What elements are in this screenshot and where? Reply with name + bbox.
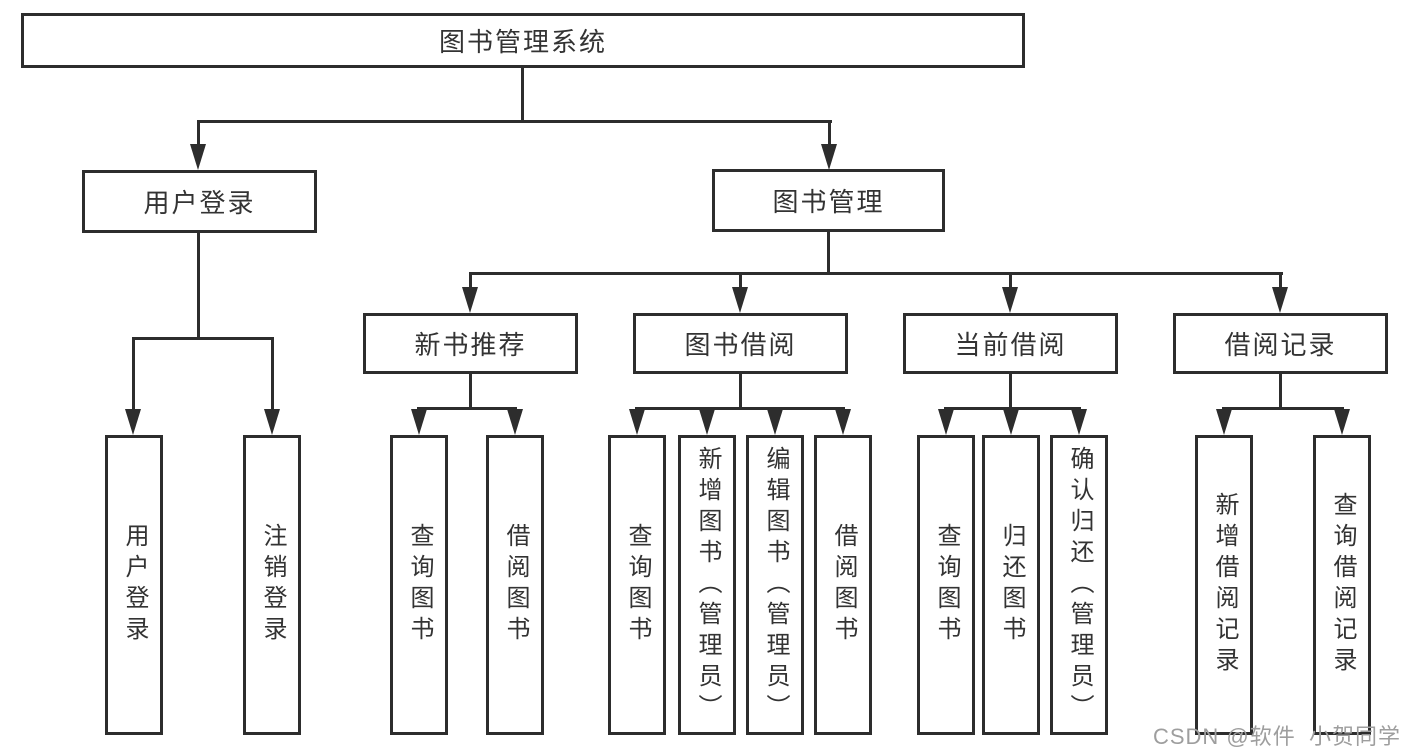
- leaf-label: 借阅图书: [502, 523, 529, 647]
- node-library-management-system: 图书管理系统: [21, 13, 1025, 68]
- connector-book-mgmt-stem: [827, 232, 830, 275]
- leaf-query-books-current: 查询图书: [917, 435, 975, 735]
- leaf-label: 查询图书: [624, 523, 651, 647]
- connector-user-login-rail: [132, 337, 274, 340]
- leaf-label: 注销登录: [259, 523, 286, 647]
- arrow-down-icon: [507, 409, 523, 435]
- connector-leaf-drop: [271, 337, 274, 412]
- leaf-user-login: 用户登录: [105, 435, 163, 735]
- arrow-down-icon: [125, 409, 141, 435]
- leaf-confirm-return-admin: 确认归还（管理员）: [1050, 435, 1108, 735]
- connector-book-mgmt-drop: [828, 120, 831, 146]
- node-book-borrowing: 图书借阅: [633, 313, 848, 374]
- arrow-down-icon: [699, 409, 715, 435]
- leaf-add-borrow-record: 新增借阅记录: [1195, 435, 1253, 735]
- connector-group-stem: [1279, 374, 1282, 410]
- leaf-label: 归还图书: [998, 523, 1025, 647]
- arrow-down-icon: [1334, 409, 1350, 435]
- leaf-query-books-borrowing: 查询图书: [608, 435, 666, 735]
- leaf-query-borrow-record: 查询借阅记录: [1313, 435, 1371, 735]
- leaf-label: 确认归还（管理员）: [1066, 445, 1093, 725]
- leaf-label: 新增图书（管理员）: [694, 445, 721, 725]
- connector-group-drop: [469, 272, 472, 290]
- connector-leaf-drop: [132, 337, 135, 412]
- node-current-borrowing: 当前借阅: [903, 313, 1118, 374]
- leaf-label: 查询图书: [933, 523, 960, 647]
- node-book-management: 图书管理: [712, 169, 945, 232]
- csdn-watermark: CSDN @软件_小贺同学: [1152, 724, 1401, 747]
- connector-group-drop: [739, 272, 742, 290]
- arrow-down-icon: [938, 409, 954, 435]
- arrow-down-icon: [732, 287, 748, 313]
- leaf-label: 用户登录: [121, 523, 148, 647]
- leaf-edit-book-admin: 编辑图书（管理员）: [746, 435, 804, 735]
- arrow-down-icon: [1002, 287, 1018, 313]
- leaf-label: 编辑图书（管理员）: [762, 445, 789, 725]
- connector-user-login-stem: [197, 233, 200, 340]
- leaf-query-books-recommend: 查询图书: [390, 435, 448, 735]
- connector-root-rail: [197, 120, 832, 123]
- connector-group-stem: [1009, 374, 1012, 410]
- leaf-logout: 注销登录: [243, 435, 301, 735]
- arrow-down-icon: [1003, 409, 1019, 435]
- connector-root-stem: [521, 68, 524, 123]
- connector-group-rail: [944, 407, 1081, 410]
- connector-user-login-drop: [197, 120, 200, 146]
- leaf-add-book-admin: 新增图书（管理员）: [678, 435, 736, 735]
- leaf-borrow-books-recommend: 借阅图书: [486, 435, 544, 735]
- connector-group-drop: [1009, 272, 1012, 290]
- connector-group-rail: [417, 407, 517, 410]
- leaf-label: 查询图书: [406, 523, 433, 647]
- leaf-label: 查询借阅记录: [1329, 492, 1356, 678]
- arrow-down-icon: [190, 144, 206, 170]
- connector-group-stem: [739, 374, 742, 410]
- leaf-return-books: 归还图书: [982, 435, 1040, 735]
- arrow-down-icon: [411, 409, 427, 435]
- leaf-label: 借阅图书: [830, 523, 857, 647]
- node-new-book-recommendation: 新书推荐: [363, 313, 578, 374]
- arrow-down-icon: [767, 409, 783, 435]
- leaf-borrow-books: 借阅图书: [814, 435, 872, 735]
- node-borrowing-records: 借阅记录: [1173, 313, 1388, 374]
- arrow-down-icon: [1071, 409, 1087, 435]
- arrow-down-icon: [629, 409, 645, 435]
- leaf-label: 新增借阅记录: [1211, 492, 1238, 678]
- arrow-down-icon: [821, 144, 837, 170]
- connector-group-rail: [635, 407, 845, 410]
- connector-group-rail: [1222, 407, 1344, 410]
- node-user-login: 用户登录: [82, 170, 317, 233]
- connector-book-mgmt-rail: [469, 272, 1283, 275]
- arrow-down-icon: [462, 287, 478, 313]
- connector-group-drop: [1279, 272, 1282, 290]
- arrow-down-icon: [835, 409, 851, 435]
- arrow-down-icon: [264, 409, 280, 435]
- arrow-down-icon: [1216, 409, 1232, 435]
- arrow-down-icon: [1272, 287, 1288, 313]
- connector-group-stem: [469, 374, 472, 410]
